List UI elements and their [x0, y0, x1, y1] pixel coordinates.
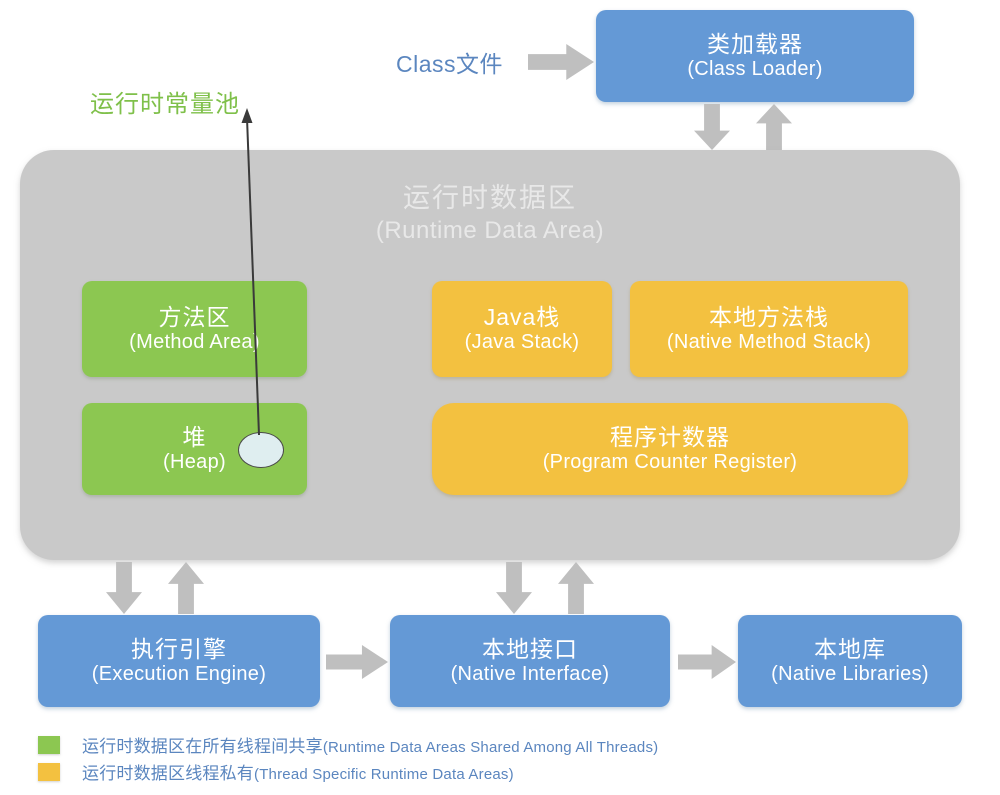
runtime-constant-pool-marker — [238, 432, 284, 468]
execution-engine-to-rda-arrow-up — [168, 562, 204, 614]
native-method-stack-title-cn: 本地方法栈 — [709, 303, 829, 330]
native-interface-title-en: (Native Interface) — [450, 662, 610, 685]
class-loader-title-cn: 类加载器 — [707, 30, 803, 57]
class-file-label: Class文件 — [396, 51, 504, 77]
java-stack-box[interactable]: Java栈 (Java Stack) — [432, 281, 612, 377]
method-area-title-en: (Method Area) — [129, 330, 260, 353]
legend-row-thread: 运行时数据区线程私有(Thread Specific Runtime Data … — [38, 758, 938, 785]
program-counter-title-cn: 程序计数器 — [610, 423, 730, 450]
class-file-to-loader-arrow — [528, 44, 594, 80]
legend-label-thread-en: (Thread Specific Runtime Data Areas) — [254, 766, 514, 783]
program-counter-register-box[interactable]: 程序计数器 (Program Counter Register) — [432, 403, 908, 495]
native-method-stack-box[interactable]: 本地方法栈 (Native Method Stack) — [630, 281, 908, 377]
program-counter-title-en: (Program Counter Register) — [542, 450, 798, 473]
native-libraries-title-cn: 本地库 — [814, 635, 886, 662]
native-interface-to-native-libraries-arrow — [678, 645, 736, 679]
rda-to-loader-arrow-up — [756, 104, 792, 150]
class-loader-box[interactable]: 类加载器 (Class Loader) — [596, 10, 914, 102]
execution-engine-title-en: (Execution Engine) — [91, 662, 267, 685]
legend-label-shared: 运行时数据区在所有线程间共享(Runtime Data Areas Shared… — [82, 732, 658, 757]
legend-swatch-green — [38, 735, 60, 754]
legend-label-shared-cn: 运行时数据区在所有线程间共享 — [82, 737, 323, 756]
runtime-data-area-title-en: (Runtime Data Area) — [375, 216, 605, 244]
method-area-box[interactable]: 方法区 (Method Area) — [82, 281, 307, 377]
legend-row-shared: 运行时数据区在所有线程间共享(Runtime Data Areas Shared… — [38, 731, 938, 758]
loader-to-rda-arrow-down — [694, 104, 730, 150]
runtime-data-area-title-cn: 运行时数据区 — [403, 183, 577, 213]
execution-engine-box[interactable]: 执行引擎 (Execution Engine) — [38, 615, 320, 707]
runtime-constant-pool-label: 运行时常量池 — [90, 91, 240, 118]
rda-to-execution-engine-arrow-down — [106, 562, 142, 614]
native-method-stack-title-en: (Native Method Stack) — [666, 330, 872, 353]
runtime-data-area-title: 运行时数据区 (Runtime Data Area) — [20, 182, 960, 246]
rda-to-native-interface-arrow-down — [496, 562, 532, 614]
method-area-title-cn: 方法区 — [158, 303, 231, 330]
native-libraries-title-en: (Native Libraries) — [771, 662, 929, 685]
execution-engine-title-cn: 执行引擎 — [131, 635, 227, 662]
java-stack-title-cn: Java栈 — [483, 303, 561, 330]
legend-label-thread-cn: 运行时数据区线程私有 — [82, 764, 254, 783]
native-interface-title-cn: 本地接口 — [482, 635, 578, 662]
native-libraries-box[interactable]: 本地库 (Native Libraries) — [738, 615, 962, 707]
java-stack-title-en: (Java Stack) — [464, 330, 580, 353]
heap-title-en: (Heap) — [163, 450, 226, 473]
class-loader-title-en: (Class Loader) — [687, 57, 823, 80]
native-interface-box[interactable]: 本地接口 (Native Interface) — [390, 615, 670, 707]
legend: 运行时数据区在所有线程间共享(Runtime Data Areas Shared… — [38, 731, 938, 785]
legend-label-thread: 运行时数据区线程私有(Thread Specific Runtime Data … — [82, 759, 514, 784]
legend-swatch-orange — [38, 762, 60, 781]
heap-title-cn: 堆 — [182, 423, 207, 450]
legend-label-shared-en: (Runtime Data Areas Shared Among All Thr… — [322, 739, 659, 756]
native-interface-to-rda-arrow-up — [558, 562, 594, 614]
execution-engine-to-native-interface-arrow — [326, 645, 388, 679]
